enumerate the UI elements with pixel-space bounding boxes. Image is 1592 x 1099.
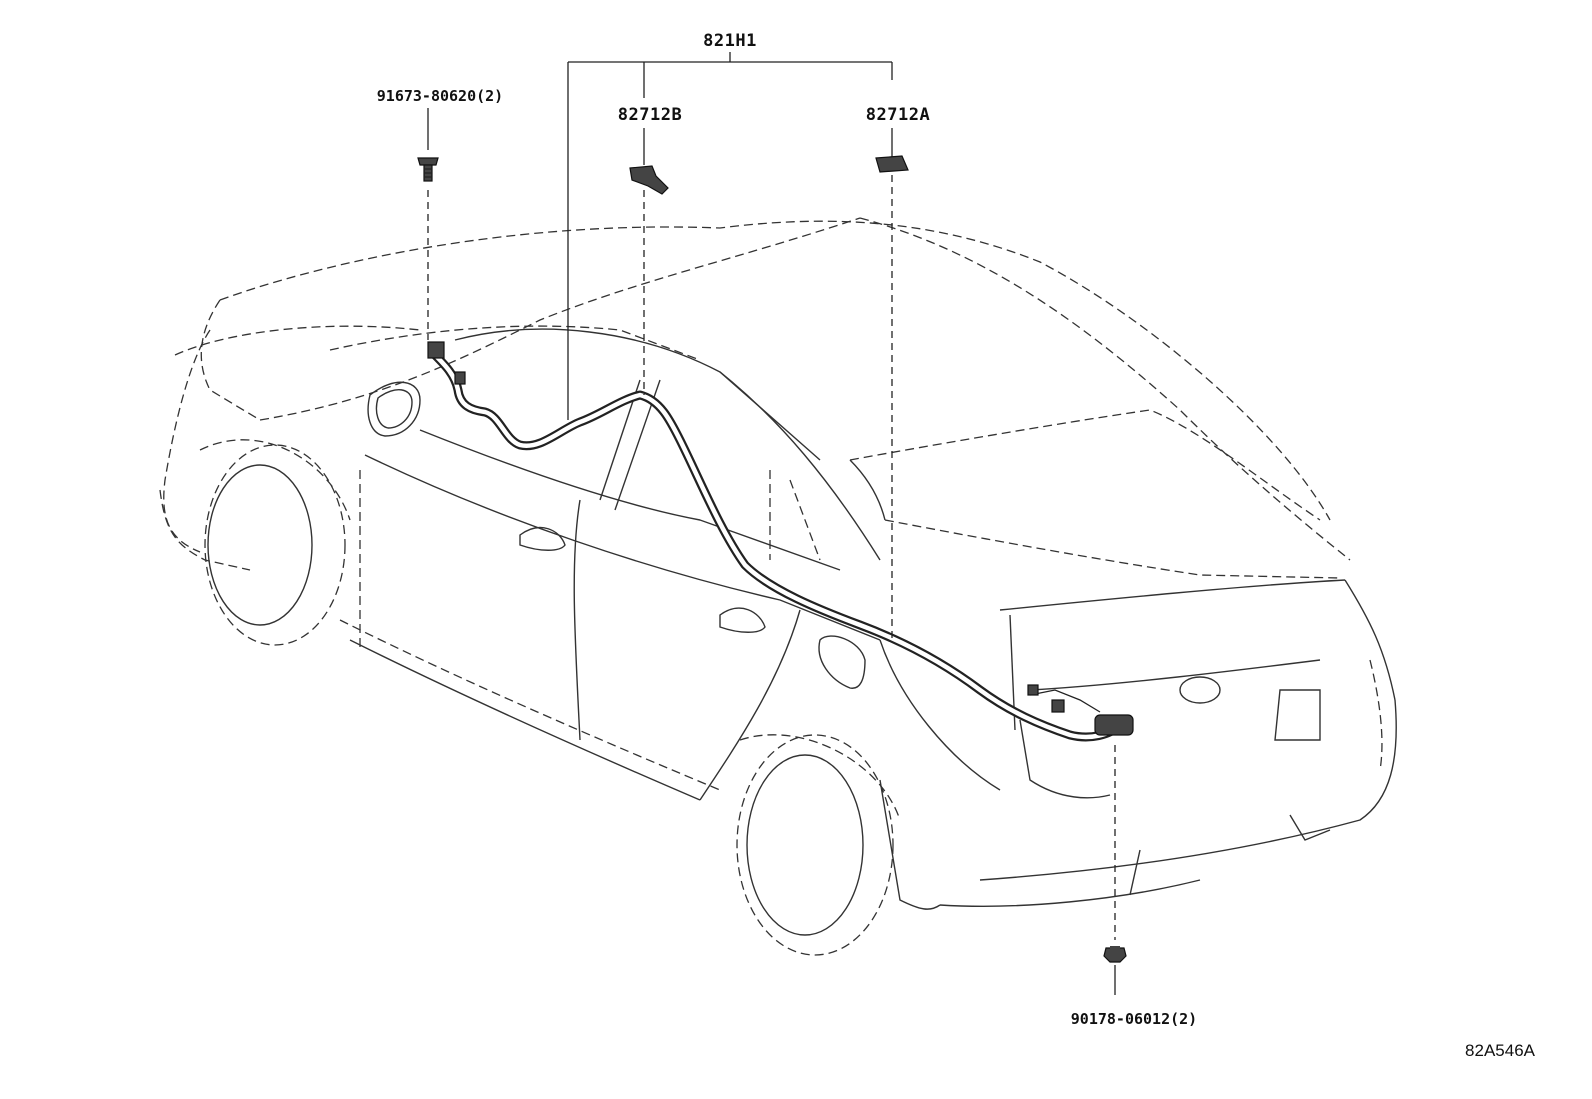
harness-clip-small-2 [1051, 699, 1065, 713]
harness-clip-front [454, 371, 466, 385]
harness-connector-front [427, 341, 445, 359]
label-assembly-821h1: 821H1 [703, 31, 757, 51]
car-body-outline [159, 217, 1397, 956]
label-clip-82712b: 82712B [618, 105, 682, 125]
label-bolt-90178-06012: 90178-06012(2) [1071, 1010, 1197, 1028]
part-clip-82712a [875, 155, 909, 173]
part-clip-82712b [629, 165, 669, 195]
part-bolt-90178 [1103, 946, 1127, 963]
leader-lines [427, 52, 1116, 995]
wire-harness [427, 341, 1134, 742]
diagram-reference-code: 82A546A [1465, 1041, 1536, 1060]
harness-connector-rear [1094, 714, 1134, 736]
part-screw-91673 [417, 157, 439, 182]
label-screw-91673-80620: 91673-80620(2) [377, 87, 503, 105]
harness-clip-small [1027, 684, 1039, 696]
label-clip-82712a: 82712A [866, 105, 930, 125]
